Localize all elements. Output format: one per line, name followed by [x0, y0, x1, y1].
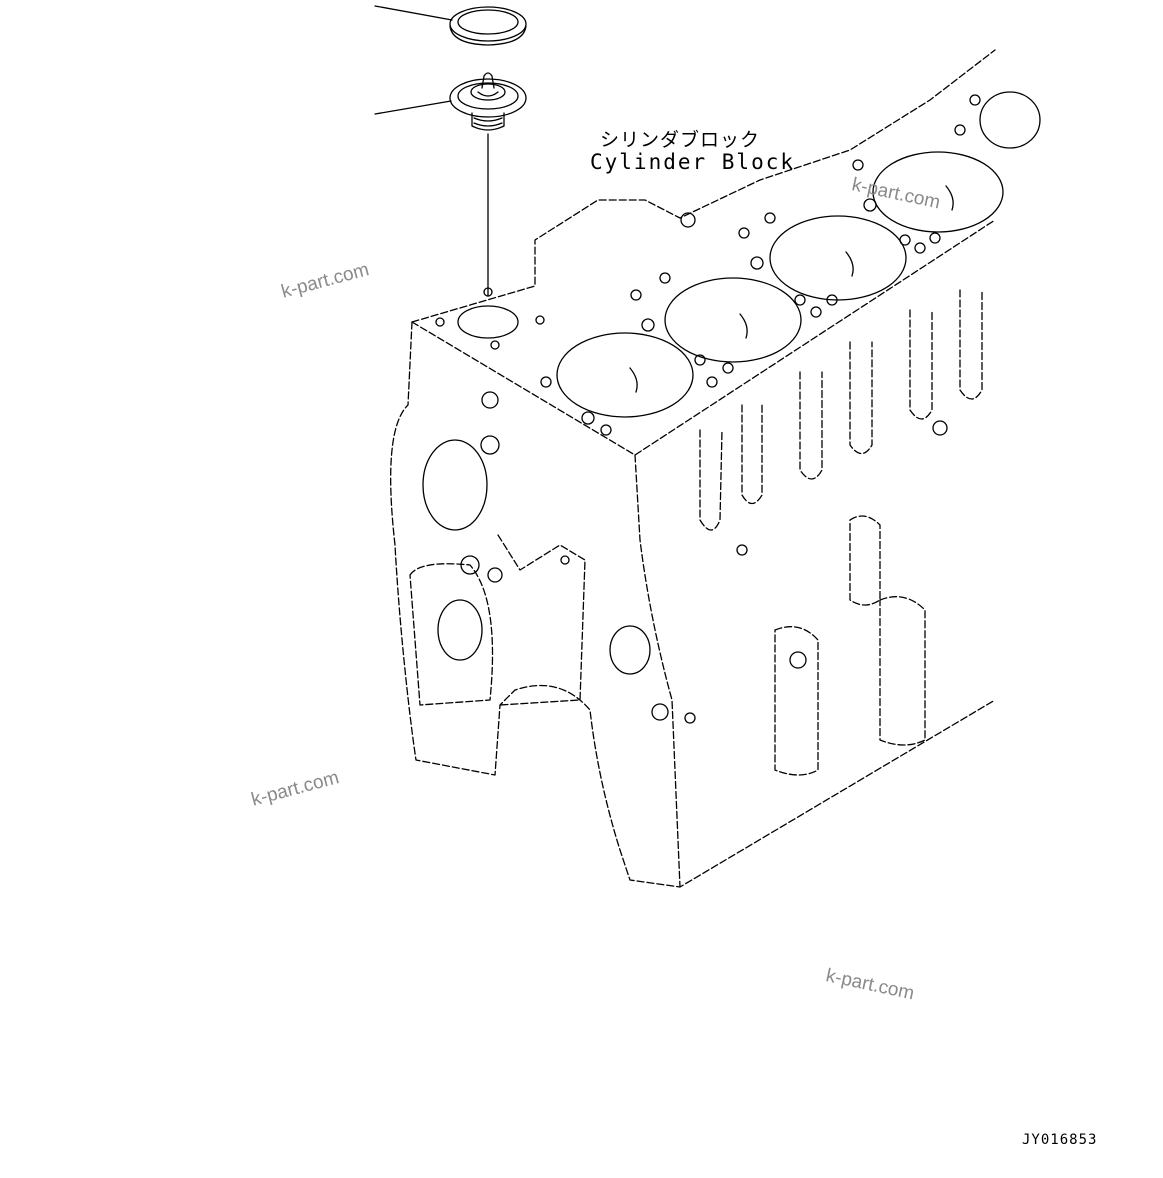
cylinder-bores [556, 91, 1041, 418]
thermostat [449, 72, 527, 131]
gasket-leader-line [374, 5, 453, 21]
part-label-japanese: シリンダブロック [600, 129, 761, 151]
part-label-english: Cylinder Block [590, 150, 796, 174]
cylinder-block [390, 49, 996, 888]
gasket-ring [449, 6, 527, 46]
thermostat-leader-line [374, 100, 452, 115]
figure-code: JY016853 [1022, 1132, 1098, 1148]
deck-holes [422, 94, 981, 724]
